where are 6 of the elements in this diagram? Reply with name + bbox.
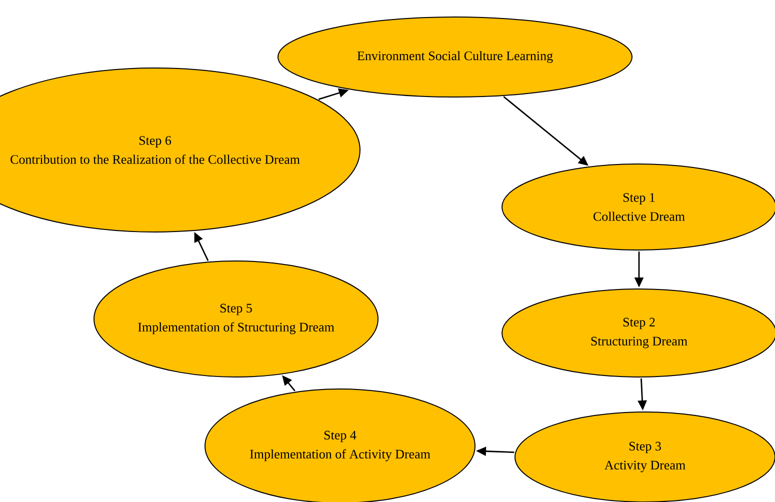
ellipse-node: Environment Social Culture Learning [278,16,632,98]
ellipse-node: Step 2 Structuring Dream [502,288,775,378]
ellipse-node: Step 5 Implementation of Structuring Dream [94,260,378,378]
ellipse-node: Step 4 Implementation of Activity Dream [204,388,476,502]
ellipse-node: Step 1 Collective Dream [502,164,775,250]
ellipse-node: Step 3 Activity Dream [514,412,775,502]
